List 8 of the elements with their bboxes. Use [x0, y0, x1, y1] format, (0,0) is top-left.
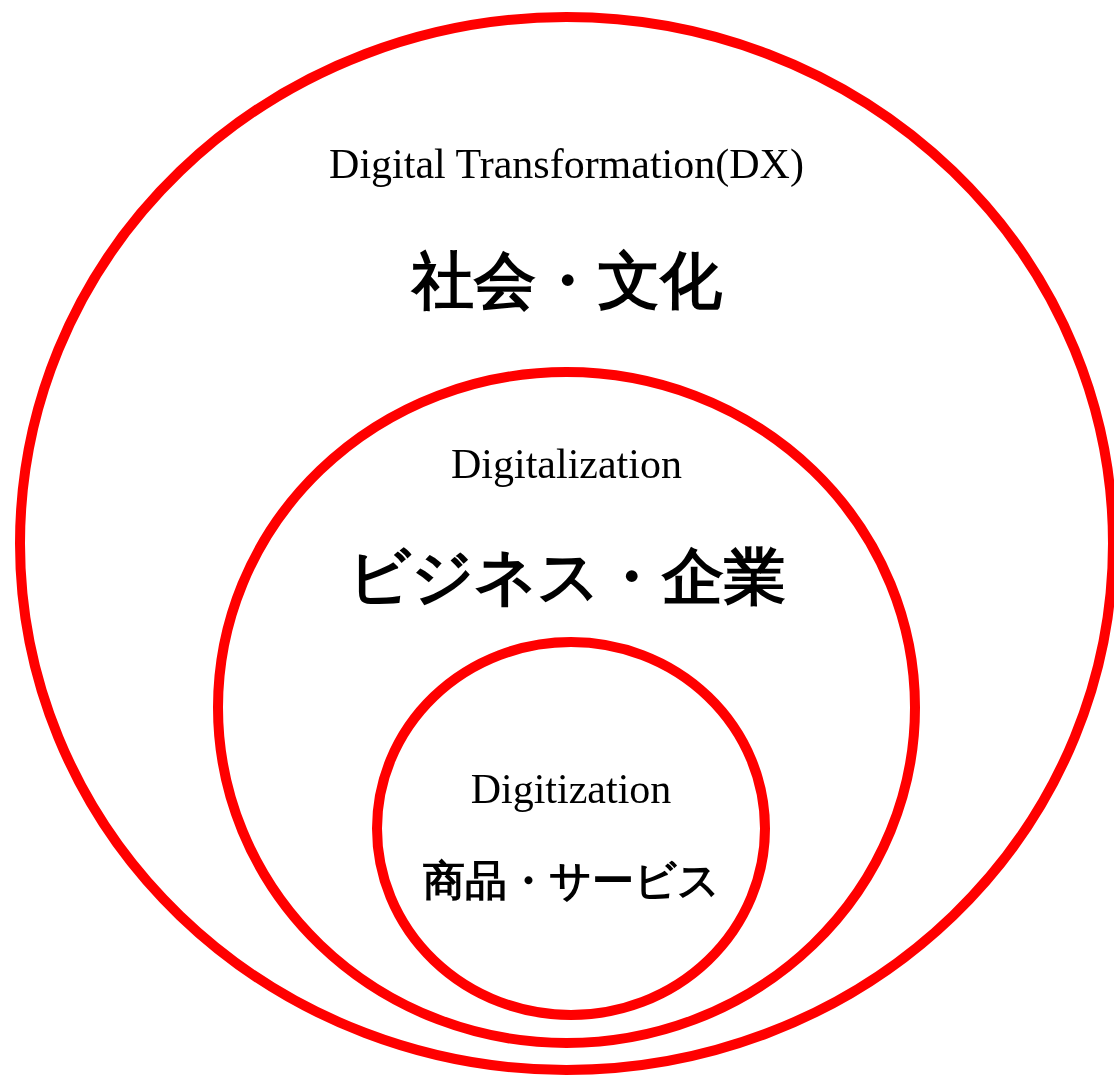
scope-label: 商品・サービス [422, 860, 720, 902]
scope-ellipse [372, 637, 770, 1020]
term-heading: Digitalization [451, 443, 682, 485]
term-heading: Digitization [470, 768, 672, 810]
scope-label: ビジネス・企業 [347, 546, 786, 608]
scope-label: 社会・文化 [411, 250, 722, 312]
term-heading: Digital Transformation(DX) [329, 143, 804, 185]
scope-ellipse [213, 367, 920, 1048]
